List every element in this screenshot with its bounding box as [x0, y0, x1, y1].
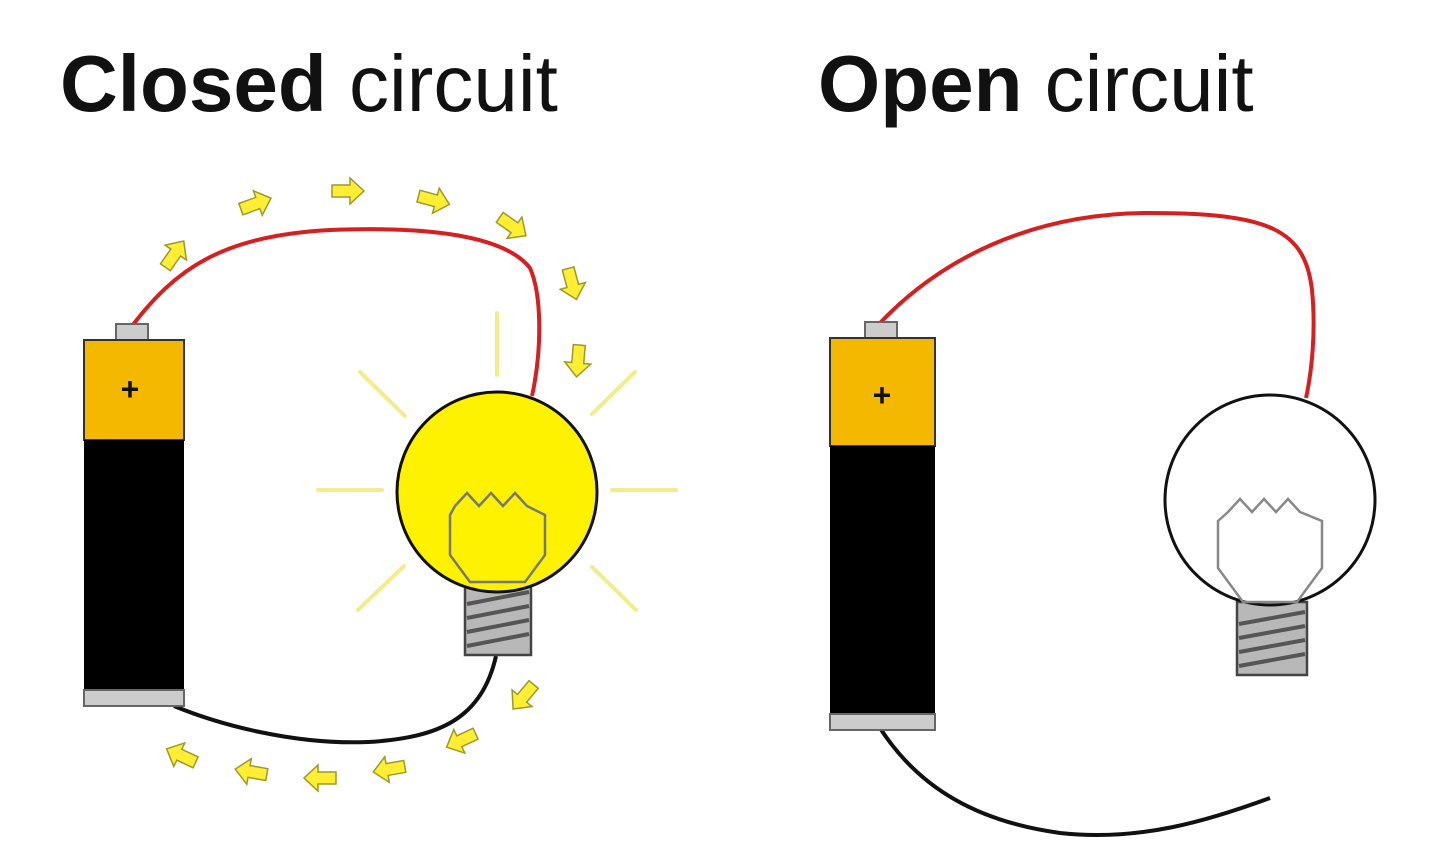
current-flow-arrow-icon	[331, 177, 365, 205]
unlit-bulb-icon	[1163, 393, 1377, 677]
open-title-rest: circuit	[1022, 39, 1254, 128]
positive-wire	[130, 227, 542, 397]
light-rays-icon	[316, 311, 678, 612]
open-battery-plus: +	[873, 377, 892, 413]
current-flow-arrow-icon	[303, 764, 337, 792]
closed-battery-plus: +	[121, 371, 140, 407]
current-flow-arrow-icon	[235, 185, 277, 223]
current-flow-arrow-icon	[554, 264, 590, 304]
closed-circuit-title: Closed circuit	[60, 44, 558, 124]
open-negative-wire	[878, 726, 1271, 838]
current-flow-arrow-icon	[440, 721, 482, 760]
closed-circuit-panel: +	[83, 177, 678, 792]
open-positive-wire	[878, 210, 1316, 399]
current-flow-arrow-icon	[502, 675, 545, 719]
open-circuit-panel: +	[829, 210, 1377, 838]
closed-title-rest: circuit	[326, 39, 558, 128]
light-bulb-icon	[395, 390, 599, 657]
closed-title-bold: Closed	[60, 39, 327, 128]
open-title-bold: Open	[818, 39, 1023, 128]
current-flow-arrow-icon	[414, 182, 454, 218]
current-flow-arrow-icon	[491, 205, 535, 248]
current-flow-arrow-icon	[562, 343, 594, 379]
open-battery-icon: +	[829, 321, 936, 731]
battery-icon: +	[83, 323, 185, 707]
current-flow-arrow-icon	[160, 736, 202, 775]
current-flow-arrow-icon	[232, 755, 270, 789]
negative-wire	[173, 655, 498, 745]
open-circuit-title: Open circuit	[818, 44, 1254, 124]
current-flow-arrow-icon	[370, 752, 408, 786]
